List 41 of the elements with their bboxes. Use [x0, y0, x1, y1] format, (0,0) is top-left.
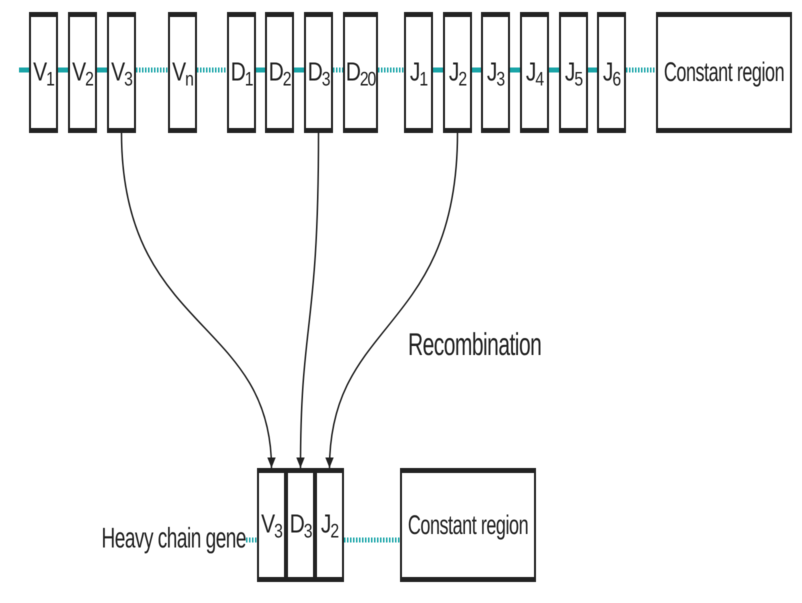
dna-strand-line	[246, 538, 257, 542]
dna-strand-line	[433, 68, 443, 72]
gene-segment-box: J$_{1}$	[404, 12, 433, 133]
gene-segment-box: V$_{1}$	[29, 12, 58, 133]
dna-strand-line	[97, 68, 107, 72]
gene-segment-box: V$_{3}$	[257, 468, 286, 582]
gene-segment-box: J$_{5}$	[559, 12, 588, 133]
gene-segment-box: D$_{3}$	[286, 468, 315, 582]
dna-strand-line	[549, 68, 559, 72]
dna-strand-line	[136, 68, 168, 72]
gene-segment-box: J$_{3}$	[481, 12, 510, 133]
gene-segment-box: D$_{3}$	[304, 12, 333, 133]
dna-strand-line	[510, 68, 520, 72]
gene-segment-box: D$_{2}$	[265, 12, 294, 133]
gene-segment-box: D$_{20}$	[343, 12, 378, 133]
constant-region-box: Constant region	[656, 12, 792, 133]
recombination-arrow	[296, 133, 320, 468]
gene-segment-box: J$_{4}$	[520, 12, 549, 133]
dna-strand-line	[19, 68, 29, 72]
recombination-arrow	[120, 132, 275, 468]
dna-strand-line	[626, 68, 656, 72]
process-label: Recombination	[408, 327, 542, 365]
gene-segment-box: D$_{1}$	[227, 12, 256, 133]
gene-segment-box: V$_{3}$	[107, 12, 136, 133]
gene-segment-box: V$_{n}$	[168, 12, 197, 133]
dna-strand-line	[256, 68, 265, 72]
dna-strand-line	[588, 68, 597, 72]
recombination-arrow	[326, 132, 458, 468]
dna-strand-line	[472, 68, 481, 72]
dna-strand-line	[197, 68, 227, 72]
gene-segment-box: V$_{2}$	[68, 12, 97, 133]
gene-label: Heavy chain gene	[96, 522, 246, 558]
dna-strand-line	[378, 68, 404, 72]
constant-region-box: Constant region	[400, 468, 536, 582]
gene-segment-box: J$_{6}$	[597, 12, 626, 133]
dna-strand-line	[294, 68, 304, 72]
gene-segment-box: J$_{2}$	[443, 12, 472, 133]
dna-strand-line	[344, 538, 400, 542]
dna-strand-line	[333, 68, 343, 72]
gene-segment-box: J$_{2}$	[315, 468, 344, 582]
dna-strand-line	[58, 68, 68, 72]
